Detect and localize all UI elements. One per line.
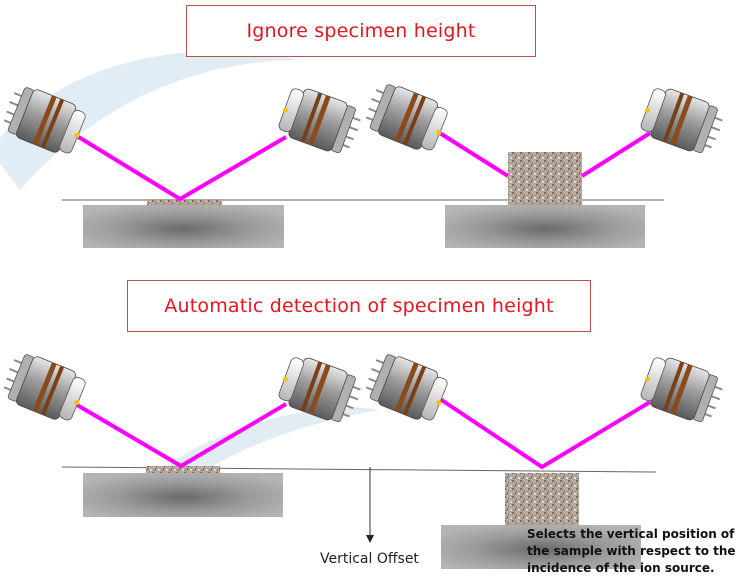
specimen-tall: [505, 473, 579, 525]
background-swoosh-lower: [160, 407, 380, 480]
vertical-offset-label: Vertical Offset: [320, 551, 419, 567]
specimen-tall: [508, 152, 582, 205]
arrow-head-icon: [366, 535, 374, 543]
ion-gun-icon: [0, 347, 91, 427]
ion-gun-icon: [359, 347, 453, 427]
stage-block: [83, 205, 284, 248]
title-text: Automatic detection of specimen height: [164, 295, 554, 317]
description-note: Selects the vertical position of the sam…: [527, 527, 736, 575]
ion-gun-icon: [359, 77, 453, 157]
title-ignore-height: Ignore specimen height: [186, 5, 536, 57]
ion-beam: [433, 128, 510, 178]
background-swoosh: [0, 51, 300, 190]
title-auto-detect-height: Automatic detection of specimen height: [127, 280, 591, 332]
title-text: Ignore specimen height: [246, 20, 476, 42]
ion-beam: [438, 397, 652, 470]
ion-beam: [70, 400, 288, 469]
stage-block: [445, 205, 645, 248]
ion-gun-icon: [635, 82, 729, 160]
specimen-thin: [147, 199, 222, 205]
ion-beam: [580, 131, 652, 178]
ion-gun-icon: [635, 351, 729, 429]
specimen-thin: [146, 466, 220, 473]
stage-block: [83, 473, 283, 517]
ion-beam: [70, 131, 288, 202]
stage-block: [441, 525, 641, 569]
ion-gun-icon: [273, 82, 367, 160]
